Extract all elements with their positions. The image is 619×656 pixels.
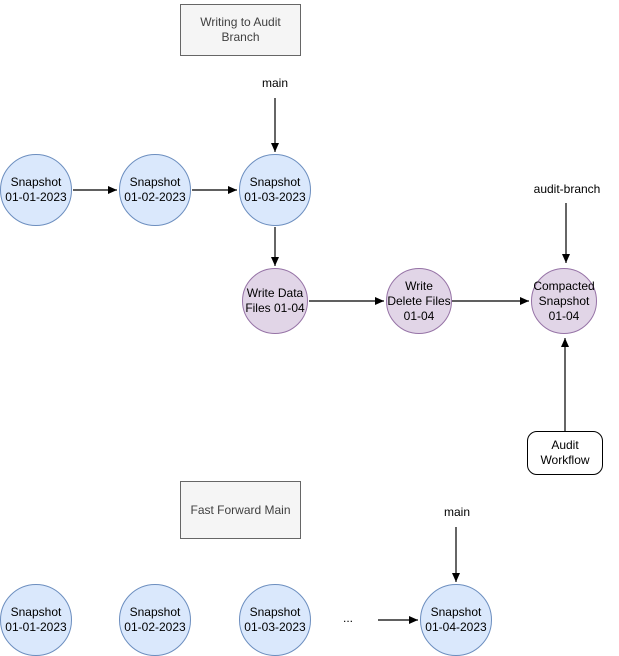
ellipsis-label: ...	[342, 611, 353, 625]
node-snapshot-01-02-2023-writing: Snapshot 01-02-2023	[119, 154, 191, 226]
branch-label-main-top: main	[261, 76, 288, 90]
node-snapshot-01-01-2023-writing: Snapshot 01-01-2023	[0, 154, 72, 226]
node-snapshot-01-01-2023-ff: Snapshot 01-01-2023	[0, 584, 72, 656]
node-compacted-snapshot-01-04: Compacted Snapshot 01-04	[531, 268, 597, 334]
section-title-writing-to-audit-branch: Writing to Audit Branch	[180, 4, 301, 56]
section-title-fast-forward-main: Fast Forward Main	[180, 481, 301, 539]
node-write-delete-files-01-04: Write Delete Files 01-04	[386, 268, 452, 334]
node-snapshot-01-03-2023-ff: Snapshot 01-03-2023	[239, 584, 311, 656]
node-write-data-files-01-04: Write Data Files 01-04	[242, 268, 308, 334]
branch-label-audit-branch: audit-branch	[533, 182, 601, 196]
node-snapshot-01-03-2023-writing: Snapshot 01-03-2023	[239, 154, 311, 226]
node-snapshot-01-02-2023-ff: Snapshot 01-02-2023	[119, 584, 191, 656]
node-audit-workflow: Audit Workflow	[527, 431, 603, 475]
node-snapshot-01-04-2023-ff: Snapshot 01-04-2023	[420, 584, 492, 656]
branch-label-main-bottom: main	[443, 505, 470, 519]
